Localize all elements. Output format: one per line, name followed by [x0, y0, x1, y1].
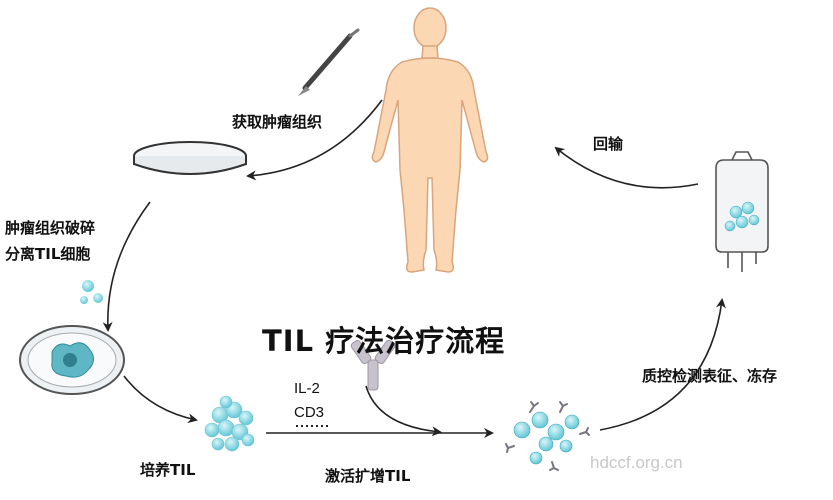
- arrow-culture: [123, 375, 198, 424]
- diagram-title: TIL 疗法治疗流程: [262, 324, 506, 358]
- cultured-cell-cluster: [204, 395, 255, 452]
- flow-arrows: [102, 99, 726, 438]
- petri-dish-icon: [133, 141, 247, 175]
- arrow-obtain: [246, 99, 383, 181]
- label-fragment-line1: 肿瘤组织破碎: [5, 219, 96, 237]
- label-qc: 质控检测表征、冻存: [642, 367, 778, 385]
- arrow-qc: [599, 298, 726, 431]
- watermark: hdccf.org.cn: [590, 453, 683, 472]
- label-fragment-line2: 分离TIL细胞: [5, 245, 91, 263]
- reagent-il2: IL-2: [294, 380, 320, 397]
- label-activate: 激活扩增TIL: [325, 467, 411, 485]
- human-figure: [371, 7, 489, 273]
- label-culture: 培养TIL: [140, 461, 196, 479]
- label-obtain-tumor: 获取肿瘤组织: [232, 113, 323, 131]
- reagent-cd3: CD3: [294, 404, 325, 421]
- infusion-bag-icon: [715, 151, 769, 272]
- activated-cells: [505, 401, 590, 471]
- scalpel-icon: [298, 28, 360, 96]
- arrow-antibody: [365, 385, 442, 437]
- arrow-infuse: [554, 146, 699, 189]
- antibody-icon: [350, 339, 396, 391]
- label-infuse: 回输: [593, 135, 624, 153]
- arrow-fragment: [102, 201, 151, 332]
- tumor-dish-icon: [19, 325, 125, 395]
- isolated-cells: [80, 280, 103, 304]
